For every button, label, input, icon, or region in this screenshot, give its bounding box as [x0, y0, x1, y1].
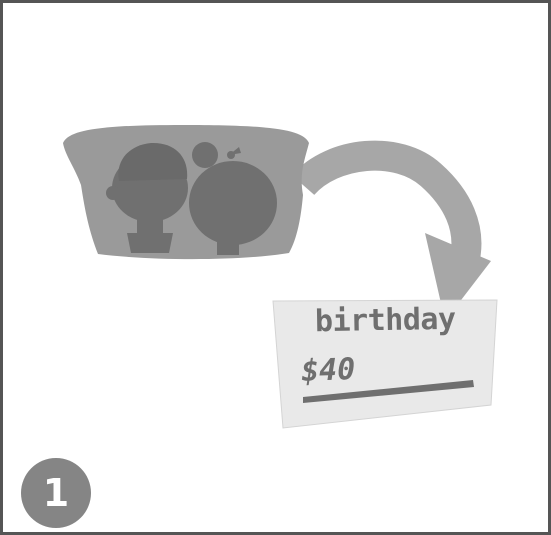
scene-graphic: [3, 3, 551, 535]
gift-card-label: birthday: [315, 302, 456, 339]
curved-arrow: [303, 156, 491, 321]
gift-card-amount: $40: [300, 352, 355, 389]
step-number: 1: [21, 458, 91, 528]
step-badge: 1: [21, 458, 91, 528]
